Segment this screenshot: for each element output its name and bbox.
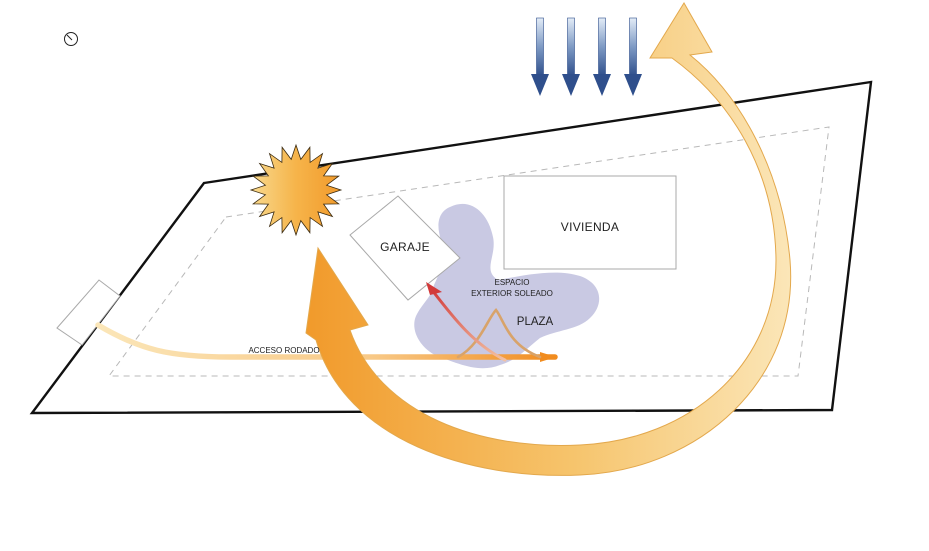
sun-rays <box>249 143 343 237</box>
setback-line <box>108 126 830 377</box>
espacio-label-line1: ESPACIO <box>495 278 530 287</box>
wind-arrow-head <box>531 74 549 96</box>
garaje-label: GARAJE <box>380 240 430 254</box>
wind-arrows-icon <box>531 17 642 96</box>
north-indicator-icon <box>64 32 78 46</box>
access-road-tip <box>540 352 556 362</box>
access-arrow <box>430 288 507 362</box>
plaza-label: PLAZA <box>517 316 554 328</box>
entrance-gate <box>56 279 121 346</box>
wind-arrow-shaft <box>567 17 575 77</box>
wind-arrow-shaft <box>629 17 637 77</box>
vivienda-building <box>503 175 677 270</box>
garaje-building <box>349 195 461 301</box>
wind-arrow-shaft <box>536 17 544 77</box>
circulation-arrow <box>305 2 792 476</box>
espacio-label-line2: EXTERIOR SOLEADO <box>471 289 553 298</box>
wind-arrow-shaft <box>598 17 606 77</box>
wind-arrow-head <box>624 74 642 96</box>
vivienda-label: VIVIENDA <box>561 220 619 234</box>
sun-icon <box>249 143 343 237</box>
plaza-area <box>414 203 600 369</box>
access-arrow-head <box>426 282 442 295</box>
acceso-label: ACCESO RODADO <box>248 346 319 355</box>
wind-arrow-head <box>593 74 611 96</box>
wind-arrow-head <box>562 74 580 96</box>
access-road <box>95 322 558 360</box>
sun-path-hump <box>456 308 542 359</box>
